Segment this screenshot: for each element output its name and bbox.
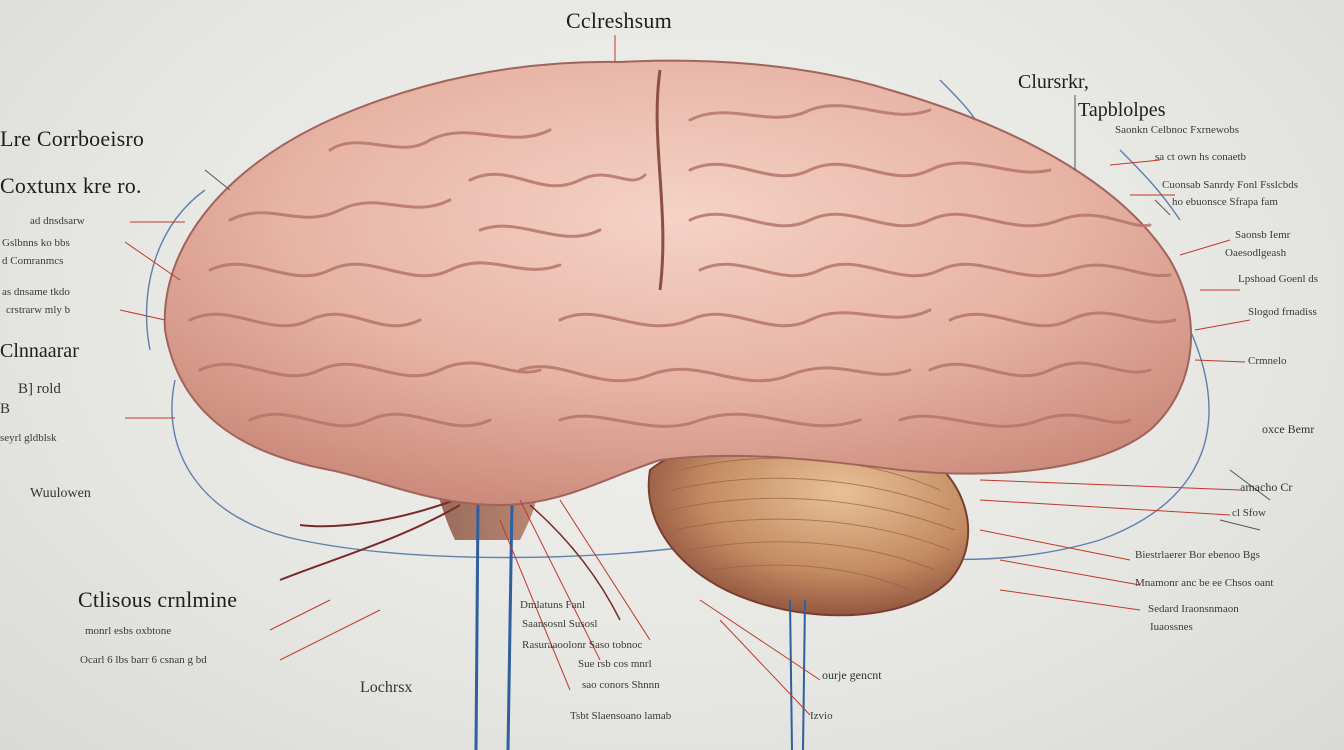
left-label: Lre Corrboeisro bbox=[0, 126, 145, 151]
leader-lines-dark bbox=[204, 95, 1271, 531]
left-label: Wuulowen bbox=[30, 486, 91, 501]
left-label: Ctlisous crnlmine bbox=[78, 587, 238, 612]
left-label: as dnsame tkdo bbox=[2, 286, 70, 298]
right-label: Crmnelo bbox=[1248, 355, 1287, 367]
bottom-label: Lochrsx bbox=[360, 679, 413, 696]
right-label: Tapblolpes bbox=[1078, 99, 1166, 121]
right-label: Oaesodlgeash bbox=[1225, 247, 1287, 259]
right-label: Clursrkr, bbox=[1018, 71, 1089, 93]
bottom-label: Rasuraaoolonr Saso tobnoc bbox=[522, 639, 643, 651]
left-label: Gslbnns ko bbs bbox=[2, 237, 70, 249]
left-label: seyrl gldblsk bbox=[0, 432, 57, 444]
left-label: d Comranmcs bbox=[2, 255, 64, 267]
left-label: crstrarw mly b bbox=[6, 304, 71, 316]
bottom-label: Sue rsb cos mnrl bbox=[578, 658, 652, 670]
cerebellum-folia bbox=[669, 457, 956, 591]
right-label: Iuaossnes bbox=[1150, 621, 1193, 633]
bottom-label: Izvio bbox=[810, 710, 833, 722]
left-label: ad dnsdsarw bbox=[30, 215, 85, 227]
right-label: Mnamonr anc be ee Chsos oant bbox=[1135, 577, 1274, 589]
right-label: Sedard Iraonsnmaon bbox=[1148, 603, 1239, 615]
bottom-label: Tsbt Slaensoano lamab bbox=[570, 710, 672, 722]
right-label: Lpshoad Goenl ds bbox=[1238, 273, 1319, 285]
left-label: Coxtunx kre ro. bbox=[0, 173, 142, 198]
bottom-label: Dmlatuns Fanl bbox=[520, 599, 586, 611]
right-label: sa ct own hs conaetb bbox=[1155, 151, 1247, 163]
left-label: Clnnaarar bbox=[0, 340, 79, 362]
right-label: Slogod frnadiss bbox=[1248, 306, 1317, 318]
vessels bbox=[279, 499, 806, 750]
right-label: Saonkn Celbnoc Fxrnewobs bbox=[1115, 124, 1240, 136]
right-label: oxce Bemr bbox=[1262, 422, 1315, 436]
right-label: cl Sfow bbox=[1232, 507, 1266, 519]
bottom-label: sao conors Shnnn bbox=[582, 679, 660, 691]
left-label: Ocarl 6 lbs barr 6 csnan g bd bbox=[80, 654, 207, 666]
right-label: ho ebuonsce Sfrapa fam bbox=[1172, 196, 1278, 208]
left-label: B] rold bbox=[18, 381, 61, 397]
left-label: monrl esbs oxbtone bbox=[85, 625, 172, 637]
right-label: Biestrlaerer Bor ebenoo Bgs bbox=[1135, 549, 1260, 561]
leader-lines bbox=[119, 35, 1251, 716]
bottom-label: Saansosnl Susosl bbox=[522, 618, 598, 630]
diagram-title: Cclreshsum bbox=[566, 8, 672, 33]
bottom-label: ourje gencnt bbox=[822, 668, 882, 682]
right-label: amacho Cr bbox=[1240, 480, 1293, 494]
cerebrum-shape bbox=[163, 59, 1193, 507]
right-label: Saonsb Iemr bbox=[1235, 229, 1291, 241]
left-label: B bbox=[0, 401, 11, 417]
right-label: Cuonsab Sanrdy Fonl Fsslcbds bbox=[1162, 179, 1298, 191]
longitudinal-fissure bbox=[655, 69, 665, 291]
gyri bbox=[188, 104, 1177, 428]
